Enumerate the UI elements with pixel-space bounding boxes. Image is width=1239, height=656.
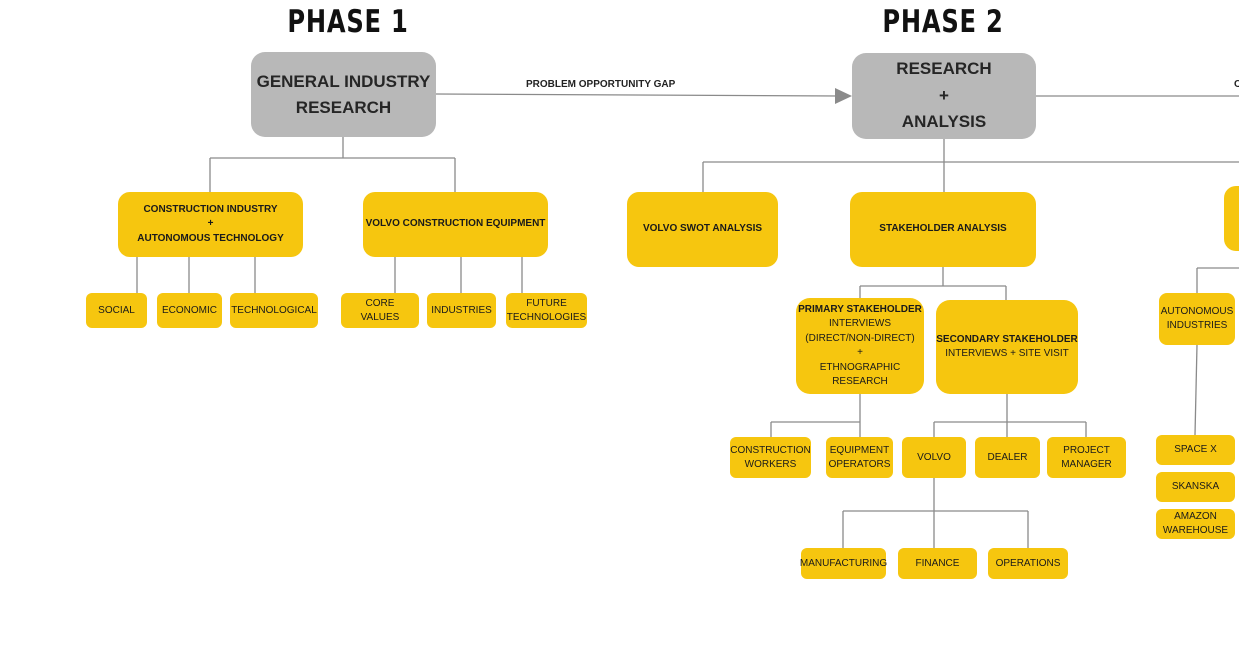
node-line: FINANCE bbox=[915, 557, 960, 569]
node-line: VOLVO SWOT ANALYSIS bbox=[642, 223, 763, 235]
economic-node: ECONOMIC bbox=[157, 293, 222, 328]
node-line: SPACE X bbox=[1174, 444, 1217, 455]
node-line: TECHNOLOGIES bbox=[506, 311, 587, 323]
node-line: WAREHOUSE bbox=[1162, 525, 1229, 536]
node-line: INDUSTRIES bbox=[1166, 320, 1228, 331]
node-line: WORKERS bbox=[744, 458, 797, 470]
node-line: GENERAL INDUSTRY bbox=[256, 72, 431, 91]
node-line: VALUES bbox=[360, 311, 400, 323]
social-node: SOCIAL bbox=[86, 293, 147, 328]
node-line: TECHNOLOGICAL bbox=[231, 304, 317, 316]
technological-node: TECHNOLOGICAL bbox=[230, 293, 318, 328]
node-line: EQUIPMENT bbox=[829, 444, 890, 456]
node-line: DEALER bbox=[987, 451, 1028, 463]
cut-label: O bbox=[1234, 79, 1239, 90]
node-line: PROJECT bbox=[1063, 444, 1110, 456]
node-line: FUTURE bbox=[526, 297, 567, 309]
node-line: SKANSKA bbox=[1171, 481, 1220, 492]
secondary-stakeholder-node: SECONDARY STAKEHOLDER INTERVIEWS + SITE … bbox=[936, 300, 1078, 394]
equipment-operators-node: EQUIPMENT OPERATORS bbox=[826, 437, 893, 478]
node-line: INDUSTRIES bbox=[431, 304, 492, 316]
node-line: + bbox=[207, 218, 214, 230]
arrowhead bbox=[835, 88, 852, 104]
node-line: MANUFACTURING bbox=[799, 557, 888, 569]
autonomous-industries-node: AUTONOMOUS INDUSTRIES bbox=[1159, 293, 1235, 345]
node-line: CONSTRUCTION bbox=[730, 444, 811, 456]
node-line: VOLVO CONSTRUCTION EQUIPMENT bbox=[365, 218, 546, 230]
node-title: PRIMARY STAKEHOLDER bbox=[798, 303, 922, 315]
node-line: CONSTRUCTION INDUSTRY bbox=[143, 203, 278, 215]
skanska-node: SKANSKA bbox=[1156, 472, 1235, 502]
node-line: STAKEHOLDER ANALYSIS bbox=[879, 223, 1007, 235]
construction-workers-node: CONSTRUCTION WORKERS bbox=[730, 437, 811, 478]
node-line: (DIRECT/NON-DIRECT) bbox=[805, 332, 915, 344]
gap-arrow-line bbox=[435, 93, 841, 97]
gap-label: PROBLEM OPPORTUNITY GAP bbox=[526, 79, 676, 90]
node-line: + bbox=[857, 347, 863, 358]
stakeholder-analysis-node: STAKEHOLDER ANALYSIS bbox=[850, 192, 1036, 267]
node-line: CORE bbox=[365, 297, 395, 309]
node-line: ECONOMIC bbox=[162, 304, 217, 316]
node-line: AUTONOMOUS TECHNOLOGY bbox=[137, 232, 284, 244]
node-line: AUTONOMOUS bbox=[1160, 306, 1234, 317]
construction-industry-node: CONSTRUCTION INDUSTRY + AUTONOMOUS TECHN… bbox=[118, 192, 303, 257]
operations-node: OPERATIONS bbox=[988, 548, 1068, 579]
node-line: RESEARCH bbox=[832, 376, 888, 387]
research-analysis-node: RESEARCH + ANALYSIS bbox=[852, 53, 1036, 139]
node-line: MANAGER bbox=[1061, 458, 1112, 470]
spacex-node: SPACE X bbox=[1156, 435, 1235, 465]
node-line: AMAZON bbox=[1174, 511, 1217, 522]
manufacturing-node: MANUFACTURING bbox=[799, 548, 888, 579]
volvo-construction-equipment-node: VOLVO CONSTRUCTION EQUIPMENT bbox=[363, 192, 548, 257]
general-industry-research-node: GENERAL INDUSTRY RESEARCH bbox=[251, 52, 436, 137]
node-line: SOCIAL bbox=[98, 304, 135, 316]
offscreen-node bbox=[1224, 186, 1239, 251]
node-line: OPERATIONS bbox=[995, 557, 1061, 569]
volvo-node: VOLVO bbox=[902, 437, 966, 478]
node-line: VOLVO bbox=[917, 451, 951, 463]
amazon-warehouse-node: AMAZON WAREHOUSE bbox=[1156, 509, 1235, 539]
dealer-node: DEALER bbox=[975, 437, 1040, 478]
project-manager-node: PROJECT MANAGER bbox=[1047, 437, 1126, 478]
phase-1-title: PHASE 1 bbox=[287, 4, 409, 40]
finance-node: FINANCE bbox=[898, 548, 977, 579]
phase-2-title: PHASE 2 bbox=[882, 4, 1004, 40]
node-line: ETHNOGRAPHIC bbox=[819, 361, 901, 373]
primary-stakeholder-node: PRIMARY STAKEHOLDER INTERVIEWS (DIRECT/N… bbox=[796, 298, 924, 394]
volvo-swot-node: VOLVO SWOT ANALYSIS bbox=[627, 192, 778, 267]
future-technologies-node: FUTURE TECHNOLOGIES bbox=[506, 293, 587, 328]
node-line: RESEARCH bbox=[896, 59, 992, 79]
node-title: SECONDARY STAKEHOLDER bbox=[936, 333, 1078, 345]
core-values-node: CORE VALUES bbox=[341, 293, 419, 328]
node-line: OPERATORS bbox=[828, 458, 891, 470]
node-line: + bbox=[939, 85, 949, 105]
node-line: INTERVIEWS + SITE VISIT bbox=[945, 348, 1069, 359]
node-line: INTERVIEWS bbox=[828, 318, 892, 329]
node-line: ANALYSIS bbox=[901, 112, 987, 132]
node-line: RESEARCH bbox=[295, 97, 392, 117]
industries-node: INDUSTRIES bbox=[427, 293, 496, 328]
